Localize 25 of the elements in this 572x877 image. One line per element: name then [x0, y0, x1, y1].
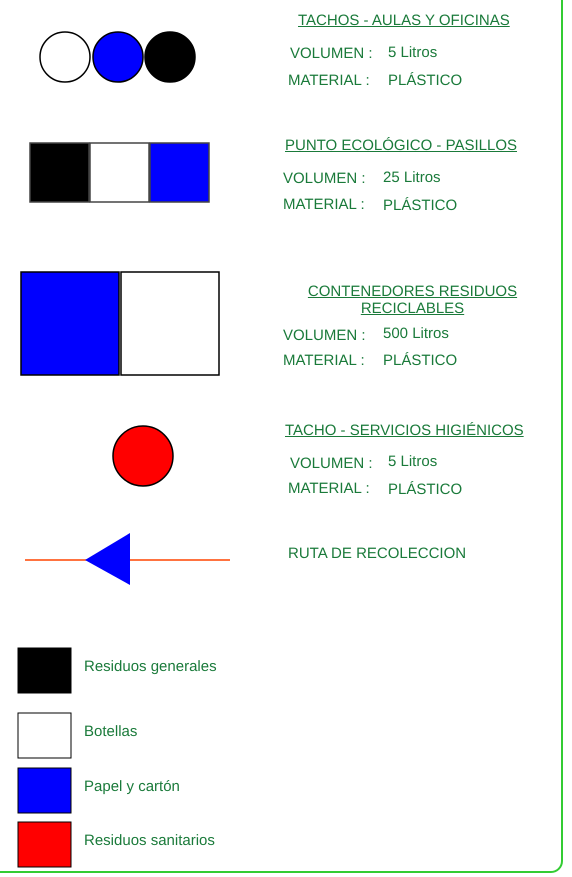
section-heading: TACHO - SERVICIOS HIGIÉNICOS	[285, 422, 524, 439]
field-label: MATERIAL :	[288, 72, 370, 89]
field-value: 5 Litros	[388, 44, 438, 61]
legend-label: Papel y cartón	[84, 778, 180, 795]
field-label: MATERIAL :	[283, 352, 365, 369]
section-heading: TACHOS - AULAS Y OFICINAS	[298, 12, 510, 29]
field-value: PLÁSTICO	[383, 197, 458, 214]
field-value: PLÁSTICO	[388, 72, 462, 89]
field-label: MATERIAL :	[288, 480, 370, 497]
legend-label: Residuos sanitarios	[84, 832, 215, 849]
field-value: 5 Litros	[388, 453, 438, 470]
field-label: VOLUMEN :	[283, 327, 366, 344]
legend-label: Botellas	[84, 723, 138, 740]
field-value: 500 Litros	[383, 325, 449, 342]
route-label: RUTA DE RECOLECCION	[288, 545, 466, 562]
field-value: PLÁSTICO	[388, 481, 462, 498]
section-heading: PUNTO ECOLÓGICO - PASILLOS	[285, 137, 518, 154]
field-label: VOLUMEN :	[283, 170, 366, 187]
field-label: VOLUMEN :	[290, 45, 373, 62]
field-label: MATERIAL :	[283, 196, 365, 213]
section-heading: CONTENEDORES RESIDUOS RECICLABLES	[306, 283, 518, 317]
field-value: PLÁSTICO	[383, 352, 458, 369]
legend-label: Residuos generales	[84, 658, 217, 675]
field-value: 25 Litros	[383, 169, 441, 186]
field-label: VOLUMEN :	[290, 455, 373, 472]
